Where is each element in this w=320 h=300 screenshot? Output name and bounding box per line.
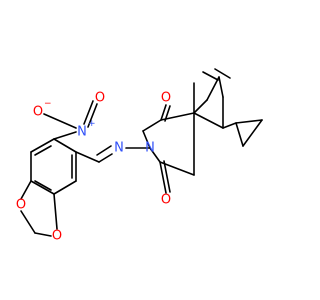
bond-line — [75, 151, 100, 163]
bond-line — [214, 68, 231, 79]
bond-line — [149, 147, 161, 163]
atom-nitro-oxygen: O — [95, 91, 105, 106]
atom-imide-nitrogen: N — [145, 141, 155, 156]
bond-line — [96, 145, 112, 156]
bond-line — [20, 210, 36, 234]
bond-line — [34, 180, 52, 191]
bond-line — [160, 104, 167, 121]
charge-plus: + — [88, 119, 96, 129]
bond-line — [235, 122, 244, 147]
bond-line — [98, 153, 113, 163]
bond-line — [159, 161, 167, 194]
bond-line — [222, 122, 237, 129]
bond-line — [34, 232, 52, 237]
bond-line — [163, 160, 171, 193]
bond-line — [53, 131, 77, 140]
bond-line — [142, 130, 151, 149]
atom-dioxole-oxygen-top: O — [16, 198, 26, 213]
bond-line — [193, 99, 208, 114]
bond-line — [87, 103, 98, 128]
bond-line — [142, 119, 162, 132]
bond-line — [193, 112, 224, 129]
atom-labels: O − N + O N N O O O O — [16, 91, 171, 244]
atom-carbonyl-oxygen-top: O — [161, 91, 171, 106]
bond-line — [218, 76, 224, 98]
bond-line — [20, 180, 32, 200]
atom-dioxole-oxygen-bottom: O — [52, 229, 62, 244]
bond-line — [30, 180, 55, 195]
bond-line — [53, 193, 58, 230]
charge-minus: − — [44, 99, 52, 109]
bond-line — [43, 113, 77, 129]
bond-line — [235, 119, 263, 124]
bond-line — [53, 180, 77, 195]
atom-carbonyl-oxygen-bottom: O — [161, 193, 171, 208]
atom-nitro-nitrogen: N — [77, 125, 87, 140]
bond-line — [83, 100, 94, 125]
bond-line — [30, 138, 55, 153]
bond-lines — [20, 68, 263, 237]
atom-imine-nitrogen: N — [114, 141, 124, 156]
bond-line — [159, 161, 195, 176]
atom-nitro-oxygen-anion: O — [33, 105, 43, 120]
bond-line — [242, 119, 263, 147]
bond-line — [34, 145, 52, 156]
bond-line — [53, 138, 77, 153]
chemical-structure-diagram: O − N + O N N O O O O — [16, 68, 263, 244]
bond-line — [202, 71, 219, 81]
bond-line — [164, 105, 171, 122]
bond-line — [206, 76, 220, 101]
